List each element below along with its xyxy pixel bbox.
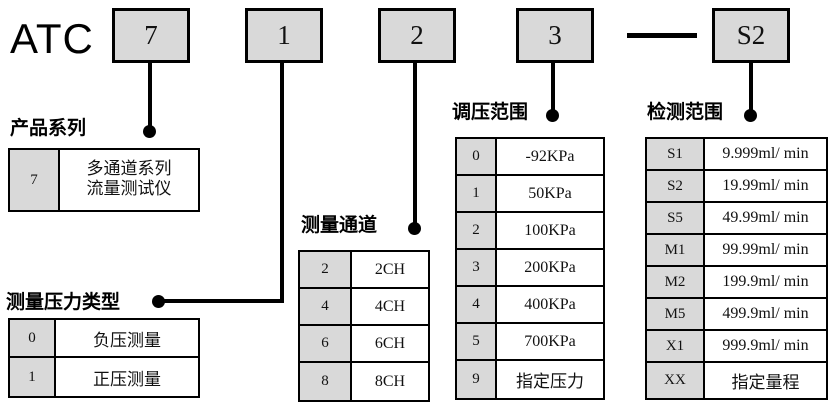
option-value: 多通道系列 流量测试仪 [60, 150, 198, 210]
option-value: 19.99ml/ min [705, 171, 826, 201]
table-row[interactable]: 6 6CH [300, 326, 428, 363]
table-row[interactable]: S2 19.99ml/ min [647, 171, 826, 203]
table-channels: 2 2CH 4 4CH 6 6CH 8 8CH [298, 250, 430, 402]
brand-label: ATC [10, 15, 94, 62]
option-code: 4 [300, 289, 352, 324]
caption-channels: 测量通道 [301, 215, 378, 236]
connector-channels-dot [408, 222, 421, 235]
option-value: 9.999ml/ min [705, 139, 826, 169]
table-row[interactable]: 4 400KPa [457, 287, 603, 324]
option-value: 正压测量 [56, 358, 198, 396]
caption-detection-range: 检测范围 [647, 102, 724, 123]
option-value: 499.9ml/ min [705, 299, 826, 329]
option-value: 200KPa [497, 250, 603, 285]
code-box-pressure-type[interactable]: 1 [245, 8, 323, 63]
code-separator-dash [627, 33, 697, 38]
option-code: 1 [10, 358, 56, 396]
table-row[interactable]: 7 多通道系列 流量测试仪 [10, 150, 198, 210]
option-value: 100KPa [497, 213, 603, 248]
option-value: 指定量程 [705, 363, 826, 398]
connector-pressure-range-dot [546, 109, 559, 122]
table-row[interactable]: 1 正压测量 [10, 358, 198, 396]
option-code: S5 [647, 203, 705, 233]
option-value: 负压测量 [56, 320, 198, 356]
table-row[interactable]: 5 700KPa [457, 324, 603, 361]
table-row[interactable]: 8 8CH [300, 363, 428, 400]
option-code: M2 [647, 267, 705, 297]
option-code: 0 [457, 139, 497, 174]
option-value: 99.99ml/ min [705, 235, 826, 265]
option-code: 4 [457, 287, 497, 322]
option-code: X1 [647, 331, 705, 361]
option-code: S2 [647, 171, 705, 201]
table-product-series: 7 多通道系列 流量测试仪 [8, 148, 200, 212]
code-box-channels[interactable]: 2 [378, 8, 456, 63]
table-row[interactable]: XX 指定量程 [647, 363, 826, 398]
option-code: 0 [10, 320, 56, 356]
table-row[interactable]: 2 100KPa [457, 213, 603, 250]
table-row[interactable]: 3 200KPa [457, 250, 603, 287]
option-value-line2: 流量测试仪 [86, 179, 172, 199]
table-pressure-range: 0 -92KPa 1 50KPa 2 100KPa 3 200KPa 4 400… [455, 137, 605, 400]
table-row[interactable]: X1 999.9ml/ min [647, 331, 826, 363]
table-row[interactable]: S1 9.999ml/ min [647, 139, 826, 171]
table-row[interactable]: M5 499.9ml/ min [647, 299, 826, 331]
connector-detection-range-dot [744, 109, 757, 122]
option-value: 50KPa [497, 176, 603, 211]
caption-product-series: 产品系列 [10, 118, 87, 139]
option-code: 2 [457, 213, 497, 248]
code-box-pressure-range[interactable]: 3 [516, 8, 594, 63]
option-value: 6CH [352, 326, 428, 361]
code-box-detection-range[interactable]: S2 [712, 8, 790, 63]
option-code: 5 [457, 324, 497, 359]
option-value: 4CH [352, 289, 428, 324]
caption-pressure-range: 调压范围 [452, 102, 529, 123]
option-value: 8CH [352, 363, 428, 400]
connector-series-dot [143, 125, 156, 138]
table-row[interactable]: 0 负压测量 [10, 320, 198, 358]
code-box-series[interactable]: 7 [112, 8, 190, 63]
option-value: 700KPa [497, 324, 603, 359]
table-row[interactable]: 4 4CH [300, 289, 428, 326]
connector-pressure-range-line [551, 63, 555, 113]
option-code: 9 [457, 361, 497, 398]
table-row[interactable]: 2 2CH [300, 252, 428, 289]
option-code: 2 [300, 252, 352, 287]
connector-series-line [148, 63, 152, 129]
connector-pressure-type-horizontal [158, 299, 284, 303]
connector-pressure-type-dot [152, 295, 165, 308]
option-code: M1 [647, 235, 705, 265]
option-value: 49.99ml/ min [705, 203, 826, 233]
connector-pressure-type-vertical [280, 63, 284, 303]
table-detection-range: S1 9.999ml/ min S2 19.99ml/ min S5 49.99… [645, 137, 828, 400]
option-value-line1: 多通道系列 [86, 159, 172, 180]
caption-pressure-type: 测量压力类型 [6, 292, 121, 313]
option-value: 400KPa [497, 287, 603, 322]
table-row[interactable]: 0 -92KPa [457, 139, 603, 176]
option-code: 8 [300, 363, 352, 400]
table-pressure-type: 0 负压测量 1 正压测量 [8, 318, 200, 398]
table-row[interactable]: S5 49.99ml/ min [647, 203, 826, 235]
option-code: M5 [647, 299, 705, 329]
option-value: 2CH [352, 252, 428, 287]
connector-channels-line [413, 63, 417, 226]
option-code: 1 [457, 176, 497, 211]
table-row[interactable]: 1 50KPa [457, 176, 603, 213]
option-code: 6 [300, 326, 352, 361]
table-row[interactable]: M2 199.9ml/ min [647, 267, 826, 299]
connector-detection-range-line [749, 63, 753, 113]
table-row[interactable]: M1 99.99ml/ min [647, 235, 826, 267]
option-value: 199.9ml/ min [705, 267, 826, 297]
option-value: -92KPa [497, 139, 603, 174]
option-code: XX [647, 363, 705, 398]
table-row[interactable]: 9 指定压力 [457, 361, 603, 398]
option-value: 999.9ml/ min [705, 331, 826, 361]
option-code: 3 [457, 250, 497, 285]
option-code: 7 [10, 150, 60, 210]
option-code: S1 [647, 139, 705, 169]
option-value: 指定压力 [497, 361, 603, 398]
